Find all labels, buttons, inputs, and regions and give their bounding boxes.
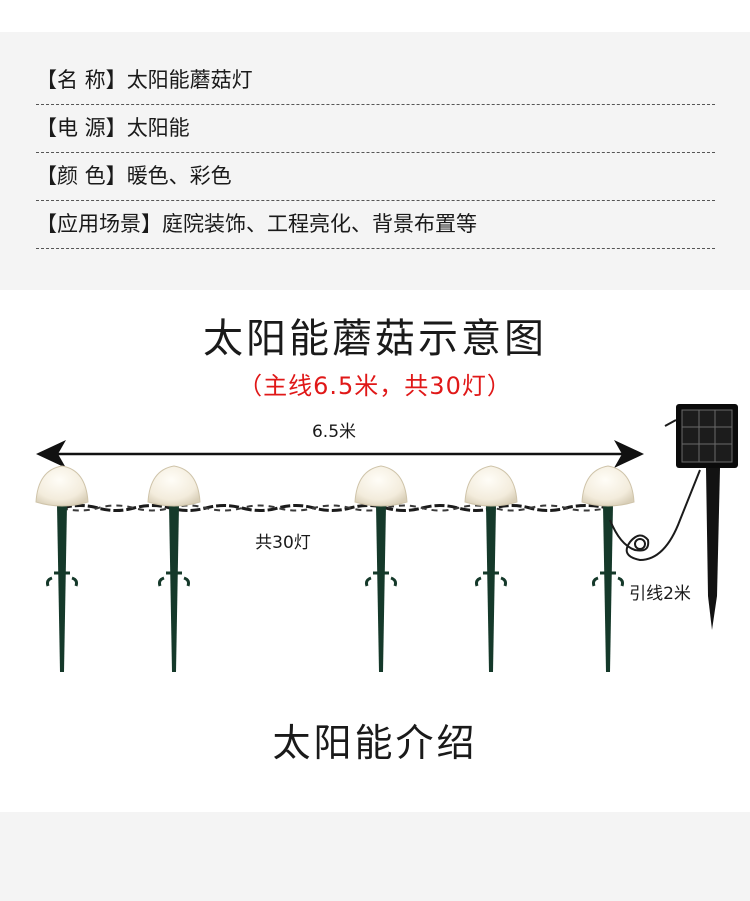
- mushroom-light: [581, 465, 635, 672]
- lead-label: 引线2米: [629, 584, 691, 604]
- spec-label: 【颜 色】: [36, 164, 127, 188]
- spec-label: 【应用场景】: [36, 212, 162, 236]
- section-title: 太阳能介绍: [272, 721, 478, 765]
- solar-panel: [664, 404, 738, 630]
- mushroom-light: [147, 465, 201, 672]
- main-cable: [61, 504, 609, 512]
- count-label: 共30灯: [255, 533, 311, 553]
- spec-row-power: 【电 源】太阳能: [36, 104, 715, 153]
- mushroom-light: [464, 465, 518, 672]
- spec-value: 太阳能: [126, 116, 190, 140]
- mushroom-light: [354, 465, 408, 672]
- length-arrow: [36, 440, 644, 468]
- main-cable-twist: [61, 504, 609, 512]
- spec-panel: 【名 称】太阳能蘑菇灯 【电 源】太阳能 【颜 色】暖色、彩色 【应用场景】庭院…: [0, 32, 750, 290]
- spec-label: 【电 源】: [36, 116, 127, 140]
- spec-row-color: 【颜 色】暖色、彩色: [36, 152, 715, 201]
- diagram-title: 太阳能蘑菇示意图: [203, 316, 547, 362]
- spec-row-application: 【应用场景】庭院装饰、工程亮化、背景布置等: [36, 200, 715, 249]
- length-label: 6.5米: [312, 422, 356, 442]
- diagram-subtitle: （主线6.5米，共30灯）: [238, 372, 512, 400]
- top-band: [0, 0, 750, 32]
- wire-coil: [634, 538, 646, 550]
- lead-wire: [609, 469, 701, 562]
- spec-label: 【名 称】: [36, 68, 127, 92]
- mushroom-light: [35, 465, 89, 672]
- spec-value: 太阳能蘑菇灯: [126, 68, 253, 92]
- spec-row-name: 【名 称】太阳能蘑菇灯: [36, 56, 715, 105]
- spec-value: 庭院装饰、工程亮化、背景布置等: [162, 212, 477, 236]
- bottom-band: [0, 812, 750, 901]
- mushroom-diagram: 6.5米 共30灯 引线2米: [35, 404, 738, 672]
- spec-value: 暖色、彩色: [126, 164, 232, 188]
